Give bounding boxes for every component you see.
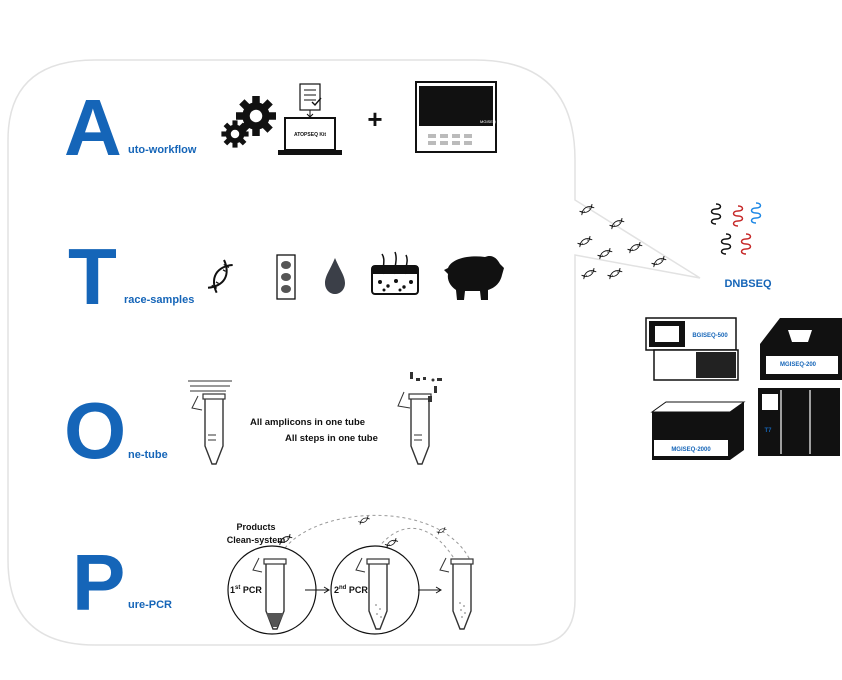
clean-arc	[284, 514, 471, 561]
pcr-tube-icon	[355, 557, 390, 630]
instrument-bgiseq-500: BGISEQ-500	[645, 317, 739, 381]
blood-drop-icon	[325, 258, 345, 294]
dnb-coils	[710, 202, 762, 255]
sequencer-icon: MGISEQ	[415, 81, 497, 153]
instrument-label: MGISEQ-2000	[671, 447, 711, 453]
atop-label-a: uto-workflow	[128, 144, 197, 156]
pcr2-label: 2nd PCR	[334, 585, 368, 595]
clean-arc-2	[377, 527, 456, 561]
instrument-label: T7	[764, 428, 772, 434]
plus-sign: +	[367, 104, 382, 134]
atop-letter-p: P	[72, 538, 125, 627]
instrument-label: MGISEQ-200	[780, 362, 817, 368]
instrument-mgiseq-200: MGISEQ-200	[760, 318, 842, 380]
atop-letter-a: A	[64, 83, 122, 172]
main-panel	[7, 59, 701, 646]
products-label: Products	[236, 522, 275, 532]
pcr-tube-icon	[188, 380, 232, 465]
pcr-tube-icon	[397, 372, 442, 465]
laptop-screen-text: ATOPSEQ Kit	[294, 132, 326, 138]
pcr-tube-icon	[439, 557, 474, 630]
atop-label-t: race-samples	[124, 294, 194, 306]
atop-letter-t: T	[68, 232, 117, 321]
one-tube-line2: All steps in one tube	[285, 433, 378, 444]
atop-label-o: ne-tube	[128, 449, 168, 461]
atop-label-p: ure-PCR	[128, 599, 172, 611]
instrument-t7: T7	[758, 388, 840, 456]
one-tube-line1: All amplicons in one tube	[250, 417, 365, 428]
dnbseq-title: DNBSEQ	[724, 278, 772, 290]
pcr1-label: 1st PCR	[230, 585, 262, 595]
pig-icon	[444, 255, 504, 300]
instrument-label: BGISEQ-500	[692, 333, 728, 339]
pcr-tube-icon	[252, 557, 287, 630]
laptop-icon: ATOPSEQ Kit	[278, 117, 342, 155]
instrument-mgiseq-2000: MGISEQ-2000	[650, 401, 746, 460]
skin-hair-icon	[371, 251, 419, 295]
atop-letter-o: O	[64, 386, 126, 475]
tissue-slide-icon	[276, 254, 296, 300]
clean-system-label: Clean-system	[227, 535, 286, 545]
sequencer-label: MGISEQ	[480, 119, 496, 124]
